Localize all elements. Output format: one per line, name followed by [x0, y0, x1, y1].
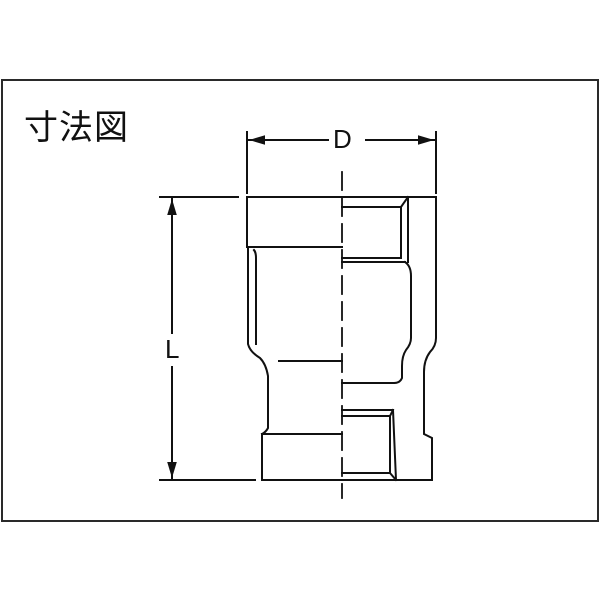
fitting-right-half	[341, 195, 437, 482]
dimension-l	[159, 196, 256, 481]
dimension-label-l: L	[165, 334, 180, 364]
drawing-frame	[1, 79, 599, 522]
dimension-d	[246, 131, 437, 194]
drawing-title: 寸法図	[24, 108, 129, 148]
dimension-label-d: D	[333, 124, 352, 154]
fitting-left-half	[246, 196, 343, 481]
